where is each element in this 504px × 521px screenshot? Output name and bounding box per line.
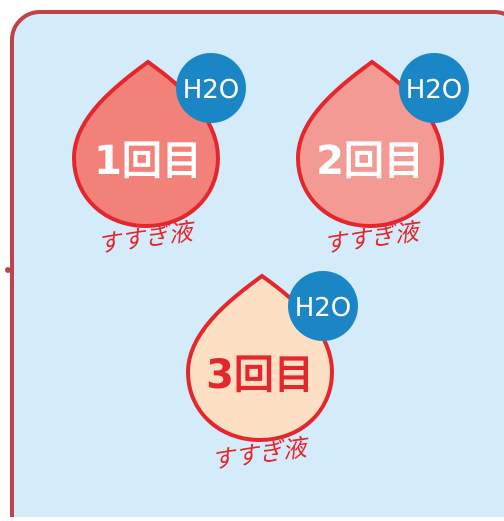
drop-3-h2o-badge bbox=[288, 271, 358, 341]
drop-3-h2o-label: H2O bbox=[295, 293, 352, 323]
drop-2-label: 2回目 bbox=[316, 138, 424, 184]
drop-1-h2o-badge bbox=[176, 53, 246, 123]
drop-3: 3回目 H2O すすぎ液 bbox=[185, 271, 358, 475]
drop-1: 1回目 H2O すすぎ液 bbox=[71, 53, 246, 259]
drop-2-h2o-label: H2O bbox=[406, 75, 463, 105]
drop-3-label: 3回目 bbox=[206, 352, 314, 398]
drop-1-label: 1回目 bbox=[94, 138, 202, 184]
drop-1-h2o-label: H2O bbox=[183, 75, 240, 105]
drop-2-h2o-badge bbox=[399, 53, 469, 123]
left-dot-marker bbox=[5, 267, 11, 273]
